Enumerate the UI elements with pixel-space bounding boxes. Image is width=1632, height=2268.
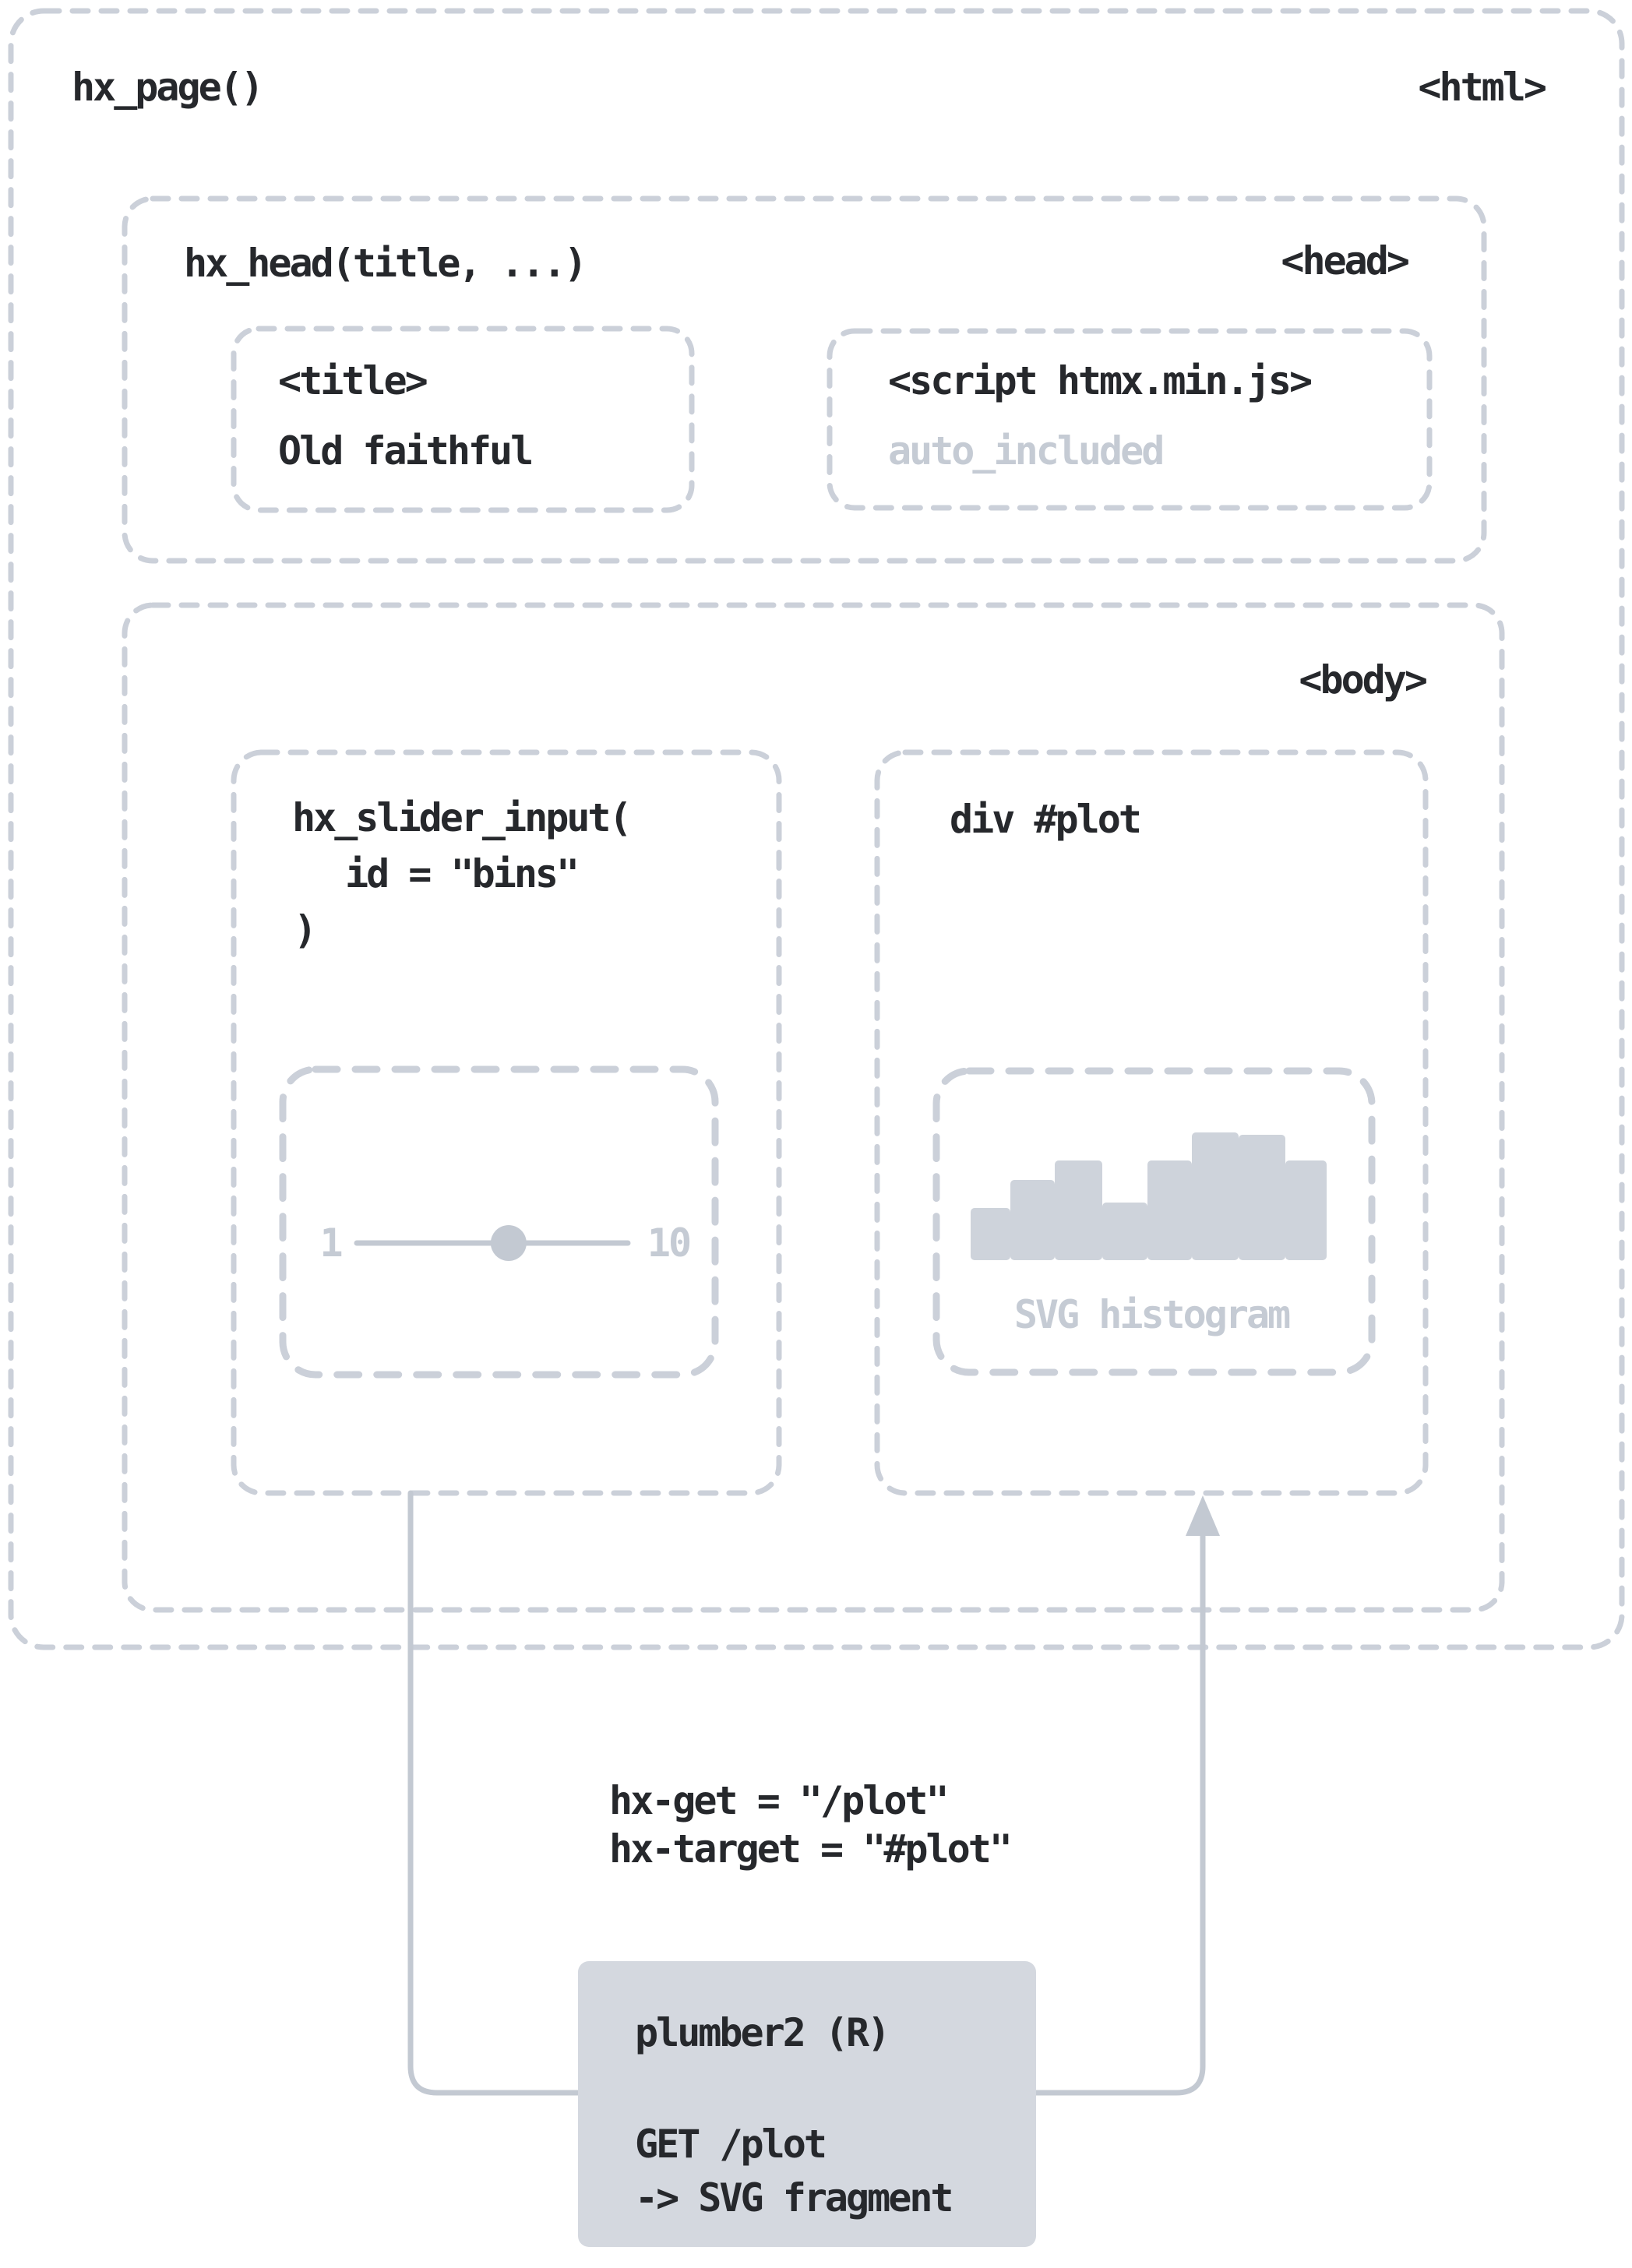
hx-target-label: hx-target = "#plot"	[609, 1826, 1013, 1872]
histogram-bar	[1055, 1160, 1102, 1260]
slider-code-line-3: )	[294, 907, 317, 953]
histogram-caption: SVG histogram	[1013, 1292, 1291, 1337]
histogram-bar	[971, 1208, 1010, 1260]
slider-widget-box	[279, 1065, 719, 1379]
slider-knob[interactable]	[490, 1225, 527, 1261]
body-tag-label: <body>	[1299, 657, 1428, 703]
html-tag-label: <html>	[1418, 65, 1547, 110]
body-box	[122, 602, 1505, 1613]
histogram-bar	[1102, 1203, 1147, 1260]
arrow-up-icon	[1186, 1495, 1220, 1536]
slider-box	[231, 749, 782, 1496]
slider-code-line-2: id = "bins"	[345, 851, 580, 896]
script-note: auto_included	[888, 428, 1165, 474]
histogram-box	[932, 1067, 1376, 1376]
histogram-bar	[1147, 1160, 1192, 1260]
histogram-bar	[1010, 1180, 1055, 1260]
slider-min-label: 1	[319, 1220, 343, 1266]
head-box	[122, 195, 1487, 564]
plot-box	[874, 749, 1429, 1496]
title-value: Old faithful	[278, 428, 534, 474]
histogram-bar	[1285, 1160, 1327, 1260]
script-box	[827, 328, 1433, 511]
hx-get-label: hx-get = "/plot"	[609, 1778, 950, 1823]
slider-max-label: 10	[647, 1220, 692, 1266]
title-box	[231, 326, 695, 513]
histogram-bars	[971, 1132, 1327, 1260]
histogram-bar	[1192, 1132, 1239, 1260]
slider-code-line-1: hx_slider_input(	[292, 795, 633, 840]
head-tag-label: <head>	[1281, 238, 1410, 284]
html-box	[8, 8, 1625, 1650]
server-response-line: -> SVG fragment	[635, 2175, 954, 2220]
page-function-label: hx_page()	[72, 65, 264, 110]
server-request-line: GET /plot	[635, 2122, 827, 2167]
server-title: plumber2 (R)	[635, 2010, 890, 2055]
plot-div-label: div #plot	[950, 797, 1142, 842]
script-tag-label: <script htmx.min.js>	[888, 358, 1313, 403]
title-tag-label: <title>	[278, 358, 428, 403]
head-function-label: hx_head(title, ...)	[184, 241, 587, 286]
histogram-bar	[1239, 1135, 1285, 1260]
server-box	[578, 1961, 1036, 2247]
